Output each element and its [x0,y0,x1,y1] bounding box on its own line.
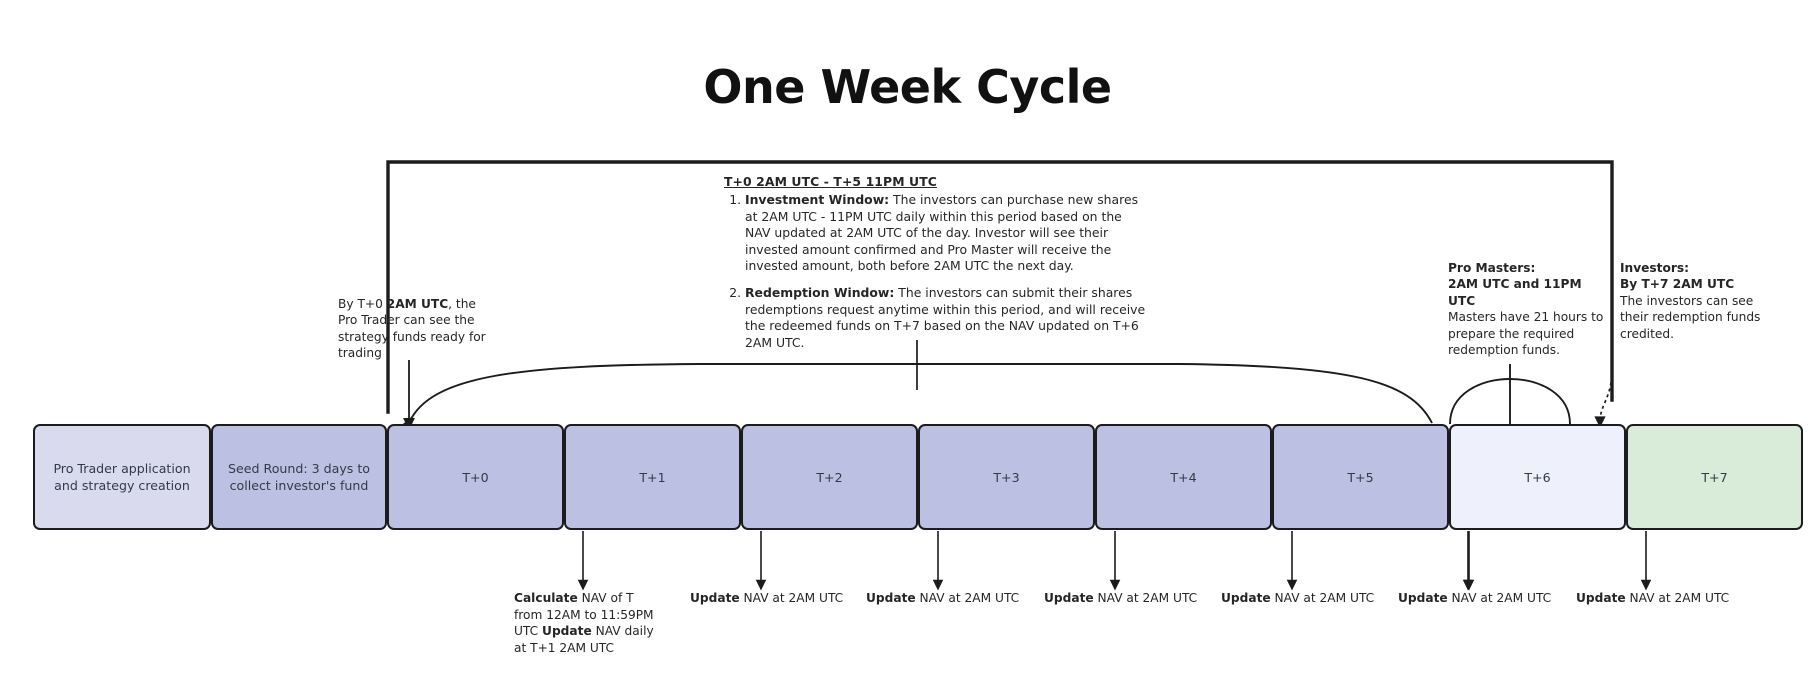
timeline-cell-t5[interactable]: T+5 [1272,424,1449,530]
callout-list: Investment Window: The investors can pur… [724,192,1149,351]
timeline-cell-seed-round[interactable]: Seed Round: 3 days to collect investor's… [211,424,387,530]
timeline-cell-label: T+3 [993,469,1020,485]
callout-heading: T+0 2AM UTC - T+5 11PM UTC [724,174,937,189]
nav-label-t0-text2: NAV daily at T+1 2AM UTC [514,624,654,655]
timeline-cell-label: Seed Round: 3 days to collect investor's… [228,461,370,493]
nav-label-t4-bold: Update [1221,591,1271,605]
nav-label-t0-bold1: Calculate [514,591,578,605]
timeline-cell-t2[interactable]: T+2 [741,424,918,530]
timeline-cell-label: T+1 [639,469,666,485]
callout-item-investment: Investment Window: The investors can pur… [745,192,1149,274]
nav-label-t0-text1: NAV of T from 12AM to 11:59PM UTC [514,591,654,639]
nav-label-t3-bold: Update [1044,591,1094,605]
page-title: One Week Cycle [703,60,1112,114]
nav-label-t1-bold: Update [690,591,740,605]
callout-item-redemption-text: The investors can submit their shares re… [745,285,1146,350]
nav-label-t4-text: NAV at 2AM UTC [1270,591,1375,605]
timeline-cell-pro-trader[interactable]: Pro Trader application and strategy crea… [33,424,211,530]
timeline-cell-t0[interactable]: T+0 [387,424,564,530]
nav-label-t1: Update NAV at 2AM UTC [690,590,843,607]
t7-dotted-leader [1594,369,1613,428]
nav-label-t5-bold: Update [1398,591,1448,605]
note-investors-subtitle: By T+7 2AM UTC [1620,277,1735,292]
note-pro-trader-bold: 2AM UTC [386,297,449,311]
timeline-cell-t3[interactable]: T+3 [918,424,1095,530]
timeline-cell-label: Pro Trader application and strategy crea… [53,461,191,493]
nav-arrows [577,531,1652,591]
timeline-cell-t4[interactable]: T+4 [1095,424,1272,530]
nav-label-t1-text: NAV at 2AM UTC [739,591,844,605]
window-arc [399,363,1433,433]
note-pro-masters: Pro Masters: 2AM UTC and 11PM UTC Master… [1448,260,1608,358]
nav-label-t6: Update NAV at 2AM UTC [1576,590,1729,607]
note-pro-masters-title: Pro Masters: [1448,261,1536,275]
callout-item-redemption-label: Redemption Window: [745,285,895,301]
nav-label-t5-text: NAV at 2AM UTC [1447,591,1552,605]
note-investors: Investors: By T+7 2AM UTC The investors … [1620,260,1770,342]
nav-label-t2-text: NAV at 2AM UTC [915,591,1020,605]
timeline-cell-label: T+6 [1524,469,1551,485]
note-pro-masters-body: Masters have 21 hours to prepare the req… [1448,310,1604,358]
callout-block: T+0 2AM UTC - T+5 11PM UTC Investment Wi… [724,174,1149,351]
nav-label-t3-text: NAV at 2AM UTC [1093,591,1198,605]
note-investors-title: Investors: [1620,261,1690,275]
note-pro-masters-subtitle: 2AM UTC and 11PM UTC [1448,277,1582,308]
callout-item-redemption: Redemption Window: The investors can sub… [745,285,1149,351]
timeline-cell-t1[interactable]: T+1 [564,424,741,530]
timeline-cell-label: T+0 [462,469,489,485]
nav-label-t5: Update NAV at 2AM UTC [1398,590,1551,607]
callout-item-investment-text: The investors can purchase new shares at… [745,192,1139,274]
timeline-cell-t7[interactable]: T+7 [1626,424,1803,530]
t6-arc [1449,364,1571,425]
nav-label-t0-bold2: Update [542,624,592,639]
callout-item-investment-label: Investment Window: [745,192,890,208]
timeline-cell-label: T+2 [816,469,843,485]
nav-label-t4: Update NAV at 2AM UTC [1221,590,1374,607]
timeline-cell-label: T+7 [1701,469,1728,485]
nav-label-t2: Update NAV at 2AM UTC [866,590,1019,607]
timeline-cell-label: T+5 [1347,469,1374,485]
timeline-cell-t6[interactable]: T+6 [1449,424,1626,530]
timeline-cell-label: T+4 [1170,469,1197,485]
nav-label-t3: Update NAV at 2AM UTC [1044,590,1197,607]
nav-label-t2-bold: Update [866,591,916,605]
note-investors-body: The investors can see their redemption f… [1620,293,1761,341]
nav-label-t6-bold: Update [1576,591,1626,605]
note-pro-trader-pre: By T+0 [338,297,387,311]
nav-label-t0: Calculate NAV of T from 12AM to 11:59PM … [514,590,664,656]
nav-label-t6-text: NAV at 2AM UTC [1625,591,1730,605]
note-pro-trader: By T+0 2AM UTC, the Pro Trader can see t… [338,296,498,362]
note-pro-trader-post: , the Pro Trader can see the strategy fu… [338,297,486,361]
